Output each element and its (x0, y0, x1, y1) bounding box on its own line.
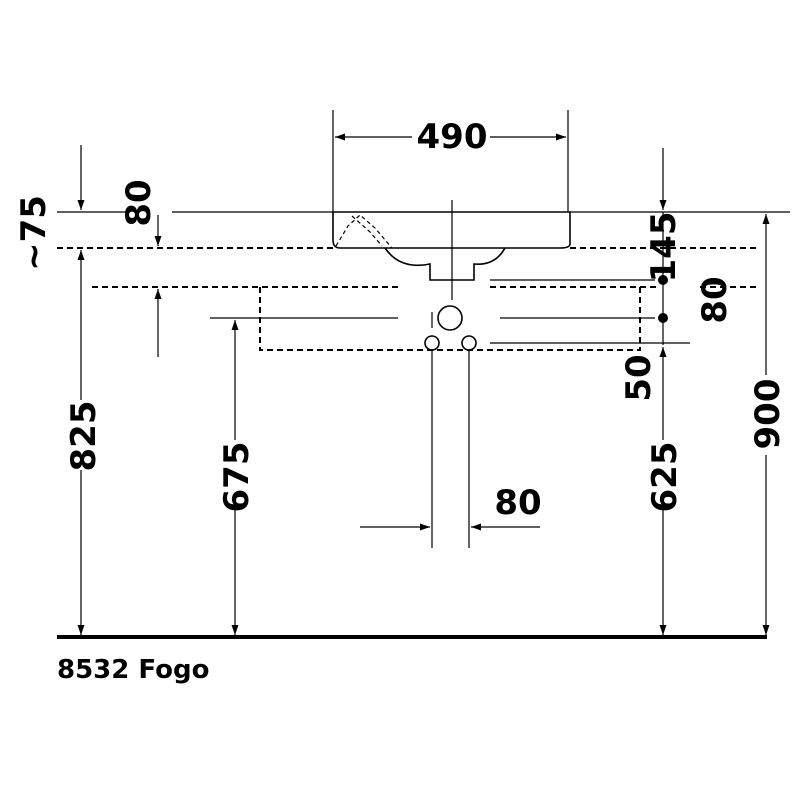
dim-825: 825 (64, 250, 104, 635)
trap-box (259, 287, 641, 548)
dim-625-label: 625 (645, 442, 685, 513)
product-label: 8532 Fogo (57, 655, 210, 685)
dim-675: 675 (217, 320, 257, 635)
dim-top-80-label: 80 (119, 179, 159, 226)
dim-900: 900 (748, 214, 788, 635)
dim-pipe-80-label: 80 (494, 483, 541, 523)
dim-625: 625 (645, 347, 685, 635)
dim-right-80-label: 80 (695, 276, 735, 323)
dim-490: 490 (335, 117, 566, 157)
dim-top-80: 80 (77, 145, 162, 246)
dim-145-label: 145 (644, 212, 684, 283)
reference-lines (57, 211, 790, 344)
dim-825-label: 825 (64, 401, 104, 472)
dim-145: 145 (644, 148, 684, 345)
dim-490-label: 490 (417, 117, 488, 157)
dim-pipe-80: 80 (360, 483, 542, 531)
dim-approx-75-label: ~75 (14, 195, 54, 271)
dim-50-label: 50 (619, 354, 659, 401)
dim-900-label: 900 (748, 379, 788, 450)
basin-outline (332, 110, 571, 300)
dim-675-label: 675 (217, 442, 257, 513)
